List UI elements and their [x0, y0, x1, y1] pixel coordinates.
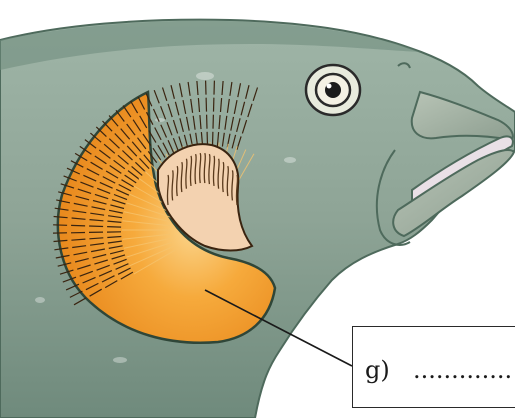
gill-filament [107, 227, 121, 228]
gill-filament [71, 225, 85, 226]
label-blank[interactable]: ............. [413, 356, 513, 384]
gill-filament [53, 225, 67, 226]
fish-eye [306, 65, 360, 115]
label-letter: g) [365, 356, 390, 384]
label-box-g: g) ............. [352, 326, 515, 408]
gill-filament [89, 226, 103, 227]
